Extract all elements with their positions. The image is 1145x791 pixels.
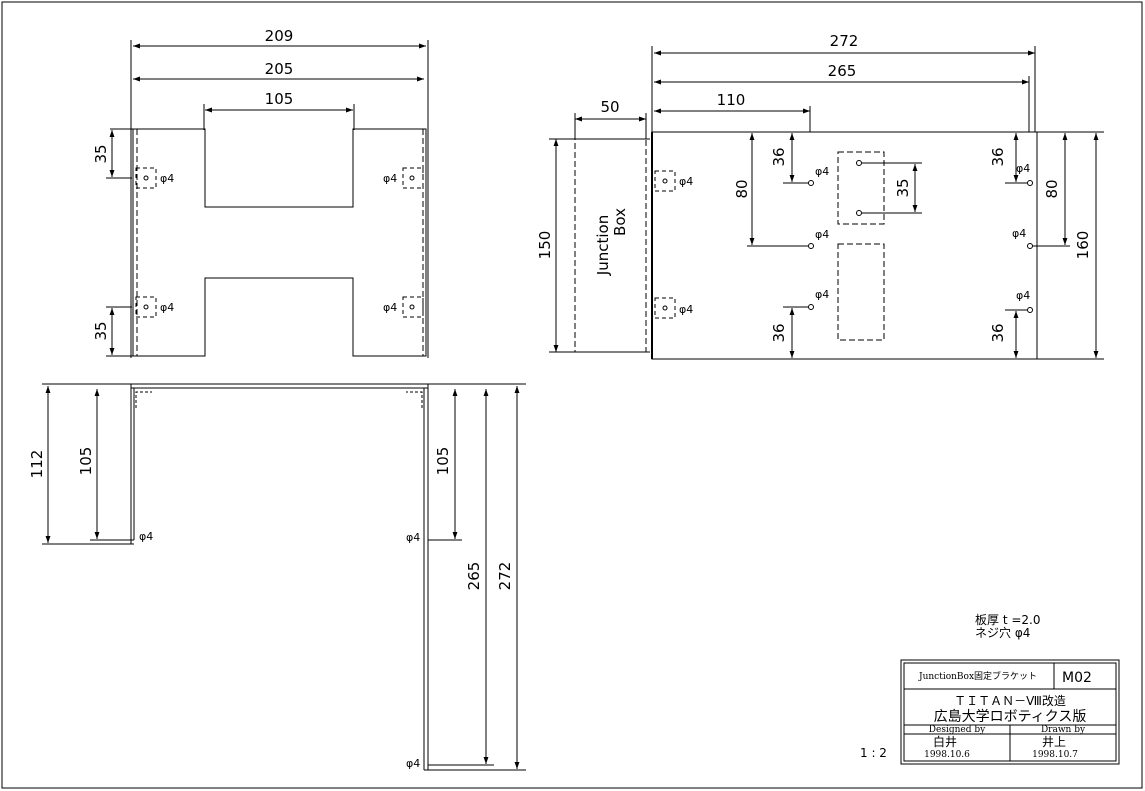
side-view-plate [651,131,1038,360]
cutout-lower [837,243,885,341]
front-view [42,383,526,771]
hole-label: φ4 [139,530,153,543]
dim-35-top: 35 [92,144,110,163]
hole-label: φ4 [815,228,829,241]
dim-36-top-right: 36 [989,147,1007,166]
drawn-by-label: Drawn by [1041,725,1086,735]
dim-36-bottom-right: 36 [989,323,1007,342]
junction-box-label-line1: Junction [594,215,612,276]
drawer-name: 井上 [1042,735,1066,749]
title-block [900,659,1120,765]
hole-label: φ4 [1016,289,1030,302]
cutout-upper [837,151,885,225]
front-view-labels: 112 105 105 265 272 φ4 φ4 φ4 [28,447,514,770]
dim-150: 150 [536,231,554,260]
junction-box-outline [574,138,647,353]
junction-box-label-line2: Box [611,208,629,236]
top-view-outline [132,128,427,357]
dim-105-slot: 105 [265,90,294,108]
hole-label: φ4 [815,165,829,178]
hole-label: φ4 [383,172,397,185]
dim-110: 110 [717,91,746,109]
dim-272: 272 [830,32,859,50]
drawn-date: 1998.10.7 [1032,750,1078,760]
hole-label: φ4 [160,172,174,185]
dim-105-left: 105 [77,447,95,476]
dim-80-right: 80 [1043,179,1061,198]
hole-label: φ4 [679,303,693,316]
dim-112: 112 [28,450,46,479]
dim-35-side: 35 [894,178,912,197]
title-block-text: JunctionBox固定ブラケット M02 ＴＩＴＡＮ－Ⅷ改造 広島大学ロボテ… [918,670,1092,760]
side-view-labels: 272 265 110 50 150 Junction Box 80 36 36… [536,32,1092,343]
scale-label: 1 : 2 [860,746,887,760]
note-thickness: 板厚 t =2.0 [975,613,1040,627]
dim-105-right: 105 [434,447,452,476]
project-line-1: ＴＩＴＡＮ－Ⅷ改造 [954,694,1066,708]
hole-label: φ4 [406,757,420,770]
drawing-number: M02 [1062,670,1092,686]
dim-36-top-left: 36 [770,147,788,166]
hole-label: φ4 [679,175,693,188]
designed-by-label: Designed by [929,725,986,735]
dim-265-front: 265 [465,562,483,591]
hole-label: φ4 [406,531,420,544]
dim-160: 160 [1074,231,1092,260]
designed-date: 1998.10.6 [924,750,970,760]
part-name: JunctionBox固定ブラケット [918,670,1037,682]
hole-label: φ4 [383,301,397,314]
dim-209: 209 [265,27,294,45]
notes: 板厚 t =2.0 ネジ穴 φ4 1 : 2 [860,613,1040,760]
dim-205: 205 [265,60,294,78]
hole-label: φ4 [160,301,174,314]
dim-36-bottom-left: 36 [770,323,788,342]
dim-80-left: 80 [733,179,751,198]
top-view [106,40,429,358]
hole-label: φ4 [1012,227,1026,240]
hole-label: φ4 [815,288,829,301]
note-screw-hole: ネジ穴 φ4 [975,625,1030,640]
dim-50: 50 [600,98,619,116]
dim-272-front: 272 [496,562,514,591]
hole-label: φ4 [1016,162,1030,175]
project-line-2: 広島大学ロボティクス版 [934,709,1087,725]
dim-265: 265 [828,62,857,80]
top-view-labels: 209 205 105 35 35 φ4 φ4 φ4 φ4 [92,27,397,341]
side-view [549,46,1104,360]
dim-35-bottom: 35 [92,321,110,340]
designer-name: 白井 [933,734,957,749]
